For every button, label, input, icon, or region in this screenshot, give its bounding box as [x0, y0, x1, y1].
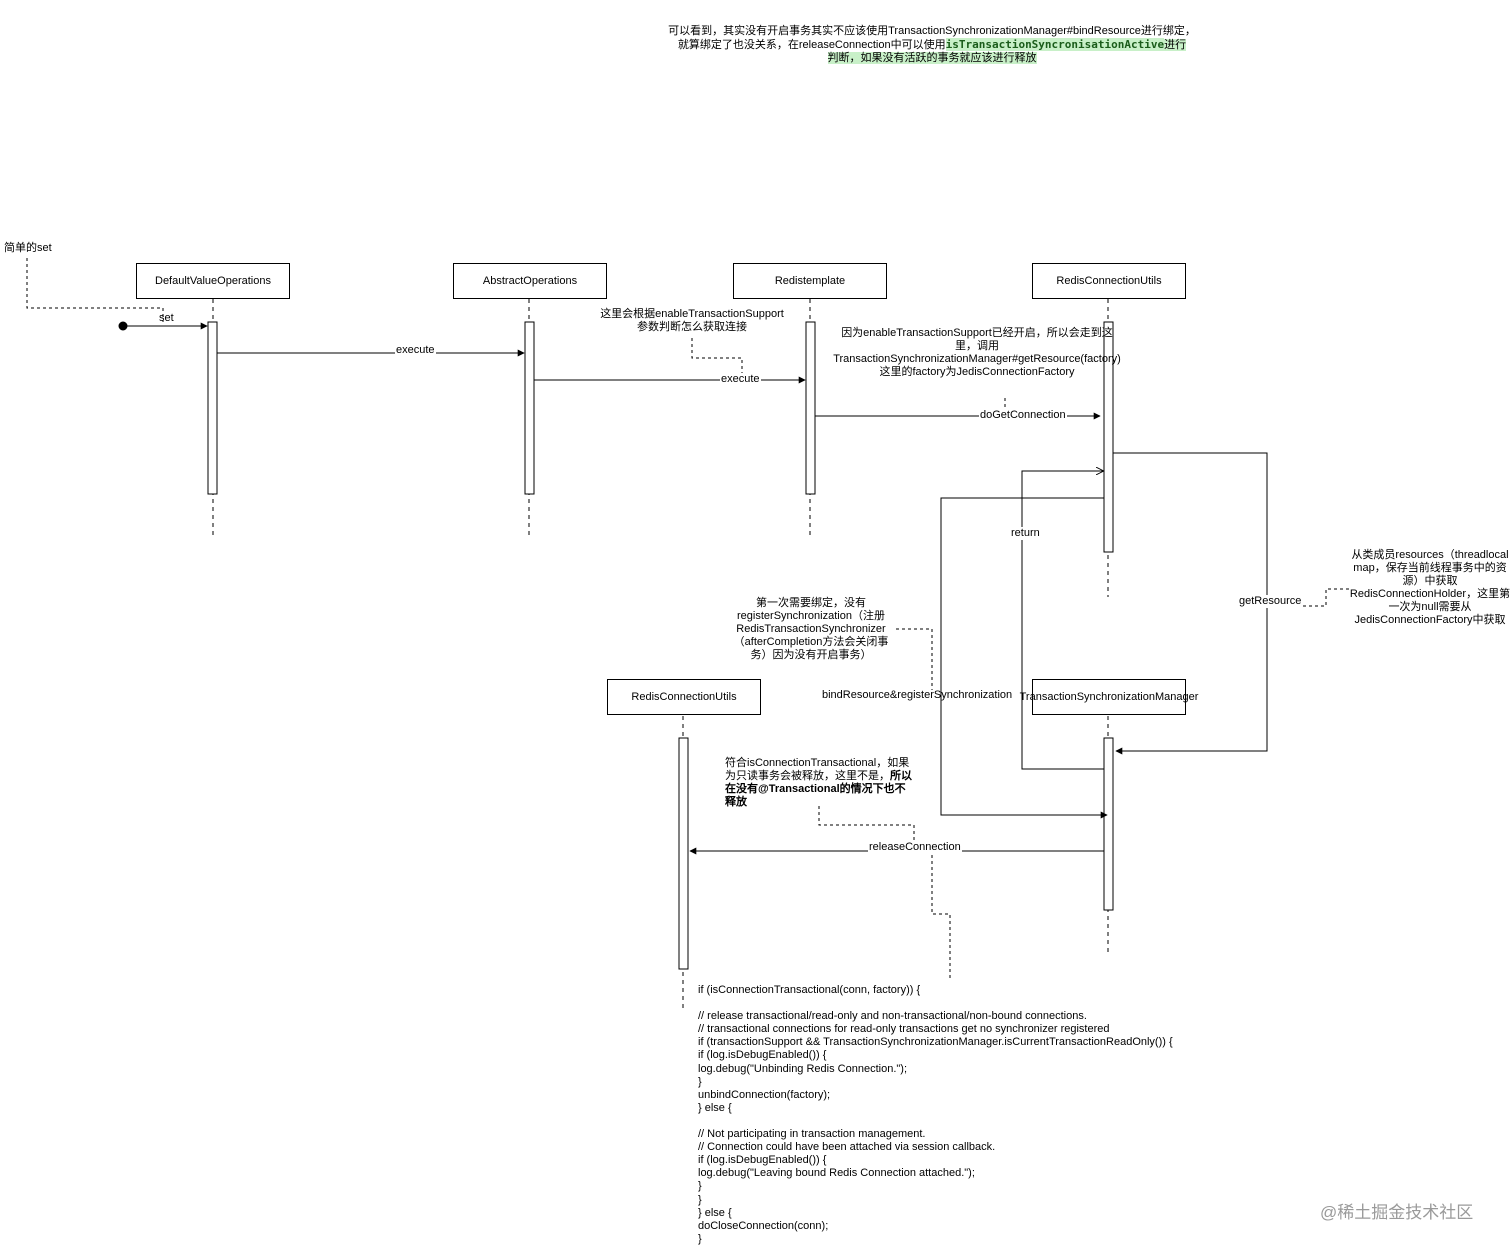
activation-redis-connection-utils-top — [1103, 321, 1114, 553]
label-return: return — [1010, 527, 1041, 540]
label-execute-2: execute — [720, 373, 761, 386]
note-enable-tx-support: 这里会根据enableTransactionSupport 参数判断怎么获取连接 — [600, 308, 784, 333]
label-get-resource: getResource — [1238, 595, 1303, 608]
activation-redis-template — [805, 321, 816, 495]
label-do-get-connection: doGetConnection — [979, 409, 1067, 422]
note-resources: 从类成员resources（threadlocal map，保存当前线程事务中的… — [1349, 549, 1511, 626]
top-note-line-3: 判断，如果没有活跃的事务就应该进行释放 — [660, 52, 1204, 65]
message-bind-resource — [940, 497, 1108, 819]
participant-redis-template: Redistemplate — [733, 263, 887, 299]
connector-first-bind-note — [896, 628, 933, 690]
note-is-conn-tx-line-2-bold: 所以 — [890, 770, 912, 782]
top-note-line-2: 就算绑定了也没关系，在releaseConnection中可以使用isTrans… — [660, 38, 1204, 52]
connector-resources-note — [1303, 588, 1349, 607]
note-is-conn-tx-line-2-plain: 为只读事务会被释放，这里不是， — [725, 770, 890, 782]
simple-set-label: 简单的set — [4, 242, 52, 254]
note-first-bind: 第一次需要绑定，没有 registerSynchronization（注册 Re… — [733, 597, 889, 661]
connector-simple-set — [26, 258, 164, 322]
note-is-conn-tx-line-3: 在没有@Transactional的情况下也不 — [725, 783, 906, 795]
participant-transaction-sync-manager: TransactionSynchronizationManager — [1020, 679, 1198, 715]
note-is-connection-transactional: 符合isConnectionTransactional，如果 为只读事务会被释放… — [725, 757, 925, 809]
participant-redis-connection-utils-top: RedisConnectionUtils — [1032, 263, 1186, 299]
connector-enable-tx-support — [691, 338, 743, 380]
top-note: 可以看到，其实没有开启事务其实不应该使用TransactionSynchroni… — [660, 25, 1204, 65]
label-bind-resource: bindResource&registerSynchronization — [822, 689, 1013, 701]
participant-abstract-operations: AbstractOperations — [453, 263, 607, 299]
activation-default-value-operations — [207, 321, 218, 495]
note-factory: 因为enableTransactionSupport已经开启，所以会走到这 里，… — [833, 327, 1121, 378]
top-note-line-2-code: isTransactionSyncronisationActive — [945, 38, 1165, 51]
watermark-text: @稀土掘金技术社区 — [1320, 1203, 1474, 1222]
label-execute-1: execute — [395, 344, 436, 357]
code-snippet: if (isConnectionTransactional(conn, fact… — [698, 984, 1173, 1245]
activation-transaction-sync-manager — [1103, 737, 1114, 911]
top-note-line-1: 可以看到，其实没有开启事务其实不应该使用TransactionSynchroni… — [668, 25, 1196, 37]
label-set: set — [159, 312, 174, 324]
activation-redis-connection-utils-bottom — [678, 737, 689, 970]
note-is-conn-tx-line-2: 为只读事务会被释放，这里不是，所以 — [725, 770, 925, 783]
note-is-conn-tx-line-1: 符合isConnectionTransactional，如果 — [725, 757, 910, 769]
participant-default-value-operations: DefaultValueOperations — [136, 263, 290, 299]
participant-redis-connection-utils-bottom: RedisConnectionUtils — [607, 679, 761, 715]
top-note-line-2-suffix: 进行 — [1164, 39, 1187, 51]
activation-abstract-operations — [524, 321, 535, 495]
note-is-conn-tx-line-4: 释放 — [725, 796, 747, 808]
label-release-connection: releaseConnection — [868, 841, 962, 854]
message-return — [1021, 471, 1104, 770]
top-note-line-2-prefix: 就算绑定了也没关系，在releaseConnection中可以使用 — [677, 39, 946, 51]
top-note-line-3-text: 判断，如果没有活跃的事务就应该进行释放 — [827, 52, 1037, 64]
connector-is-conn-tx-note — [818, 806, 915, 848]
connector-code-snippet — [931, 855, 951, 978]
